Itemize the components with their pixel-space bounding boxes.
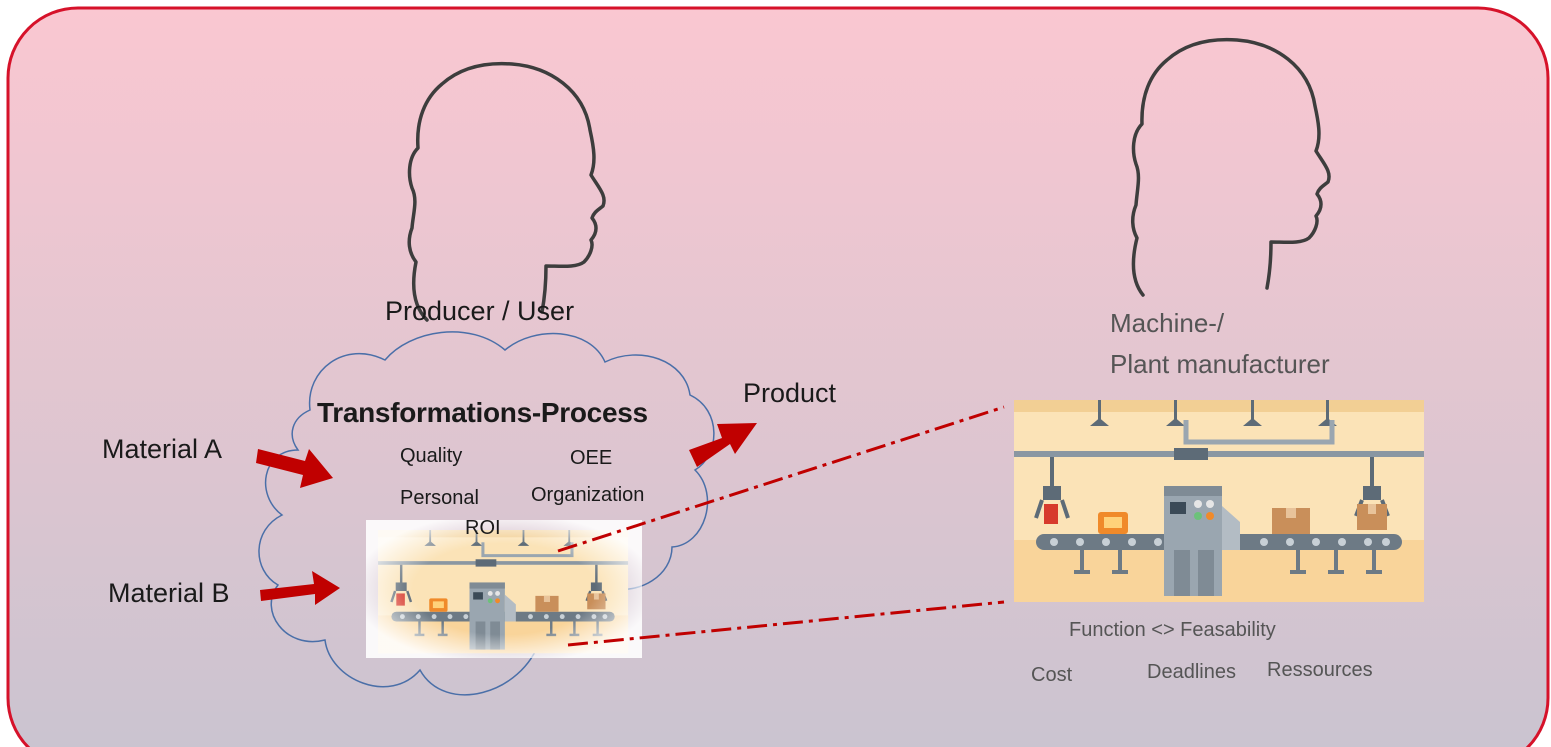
factor-organization: Organization xyxy=(531,484,645,506)
factor-roi: ROI xyxy=(465,517,501,539)
large-factory-icon xyxy=(1014,400,1424,602)
function-feasability-label: Function <> Feasability xyxy=(1069,619,1276,641)
factor-quality: Quality xyxy=(400,445,463,467)
arrow-material-a-icon xyxy=(256,449,333,488)
material-b-label: Material B xyxy=(108,578,230,608)
producer-head-icon xyxy=(407,61,606,322)
projection-line-bottom xyxy=(567,600,1005,647)
manufacturer-label-line1: Machine-/ xyxy=(1110,308,1225,338)
factor-personal: Personal xyxy=(400,487,479,509)
constraint-cost: Cost xyxy=(1031,664,1073,686)
manufacturer-label-line2: Plant manufacturer xyxy=(1110,349,1330,379)
product-label: Product xyxy=(743,378,837,408)
arrow-product-icon xyxy=(689,423,757,467)
constraint-deadlines: Deadlines xyxy=(1147,661,1236,683)
factor-oee: OEE xyxy=(570,447,613,469)
projection-line-top xyxy=(557,405,1005,553)
arrow-material-b-icon xyxy=(260,571,340,605)
small-factory-icon xyxy=(366,520,642,658)
material-a-label: Material A xyxy=(102,434,223,464)
process-title: Transformations-Process xyxy=(317,397,648,428)
constraint-ressources: Ressources xyxy=(1267,659,1373,681)
manufacturer-head-icon xyxy=(1131,37,1331,297)
producer-user-label: Producer / User xyxy=(385,296,575,326)
